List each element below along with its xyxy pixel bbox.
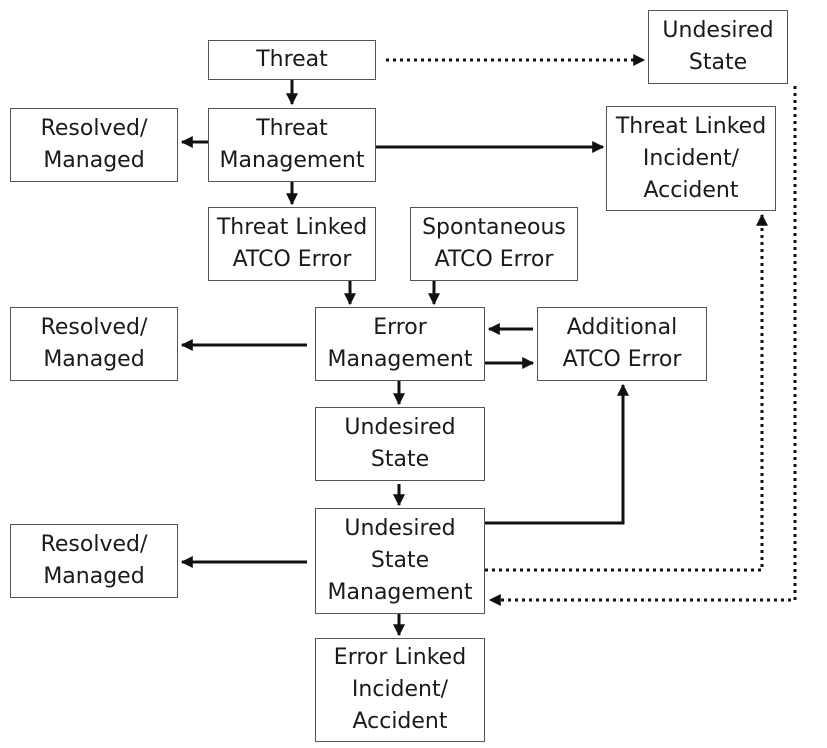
edge-undesired-state-management-to-additional-atco-error — [485, 383, 629, 525]
node-threat-linked-incident: Threat Linked Incident/ Accident — [606, 106, 776, 211]
node-threat-management: Threat Management — [208, 108, 376, 182]
node-resolved-managed-2: Resolved/ Managed — [10, 307, 178, 381]
node-undesired-state: Undesired State — [315, 407, 485, 481]
edge-undesired-state-top-to-undesired-state-management — [488, 86, 797, 606]
node-additional-atco-error: Additional ATCO Error — [537, 307, 707, 381]
node-undesired-state-management: Undesired State Management — [315, 508, 485, 614]
node-resolved-managed-1: Resolved/ Managed — [10, 108, 178, 182]
node-error-management: Error Management — [315, 307, 485, 381]
node-spontaneous-atco-error: Spontaneous ATCO Error — [410, 207, 578, 281]
node-undesired-state-top: Undesired State — [648, 10, 788, 84]
node-error-linked-incident: Error Linked Incident/ Accident — [315, 638, 485, 742]
node-threat: Threat — [208, 40, 376, 80]
node-resolved-managed-3: Resolved/ Managed — [10, 524, 178, 598]
node-threat-linked-atco-error: Threat Linked ATCO Error — [208, 207, 376, 281]
edge-undesired-state-management-to-threat-linked-incident — [485, 213, 768, 572]
